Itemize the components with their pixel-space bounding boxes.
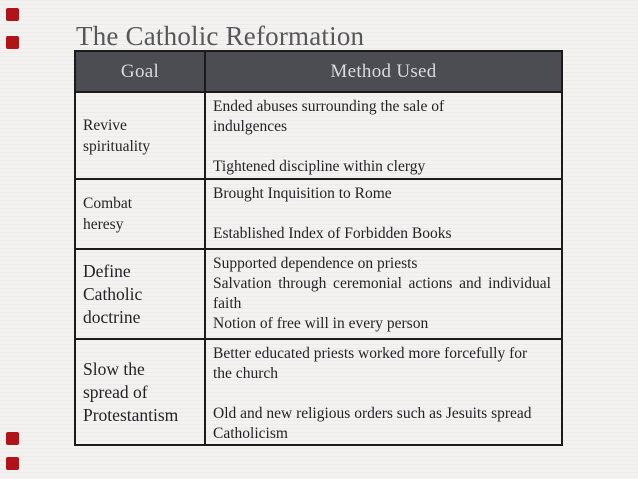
red-edge-mark bbox=[6, 36, 19, 49]
goal-cell: Revive spirituality bbox=[76, 93, 206, 178]
method-paragraph: Supported dependence on priests bbox=[213, 255, 418, 272]
method-cell: Brought Inquisition to Rome Established … bbox=[206, 180, 561, 248]
method-paragraph: Salvation through ceremonial actions and… bbox=[213, 275, 551, 312]
goal-cell: Slow the spread of Protestantism bbox=[76, 340, 206, 444]
goal-cell: Define Catholic doctrine bbox=[76, 250, 206, 338]
method-paragraph: Brought Inquisition to Rome bbox=[213, 185, 392, 202]
slide-title: The Catholic Reformation bbox=[76, 21, 365, 51]
table-row: Define Catholic doctrine Supported depen… bbox=[76, 248, 561, 338]
table-row: Combat heresy Brought Inquisition to Rom… bbox=[76, 178, 561, 248]
method-paragraph: Established Index of Forbidden Books bbox=[213, 225, 452, 242]
goal-cell: Combat heresy bbox=[76, 180, 206, 248]
red-edge-mark bbox=[6, 457, 19, 470]
column-header-method: Method Used bbox=[330, 60, 437, 82]
red-edge-mark bbox=[6, 8, 19, 21]
table-row: Revive spirituality Ended abuses surroun… bbox=[76, 91, 561, 178]
method-paragraph: Old and new religious orders such as Jes… bbox=[213, 405, 532, 442]
method-paragraph: Ended abuses surrounding the sale of ind… bbox=[213, 98, 445, 135]
method-cell: Ended abuses surrounding the sale of ind… bbox=[206, 93, 561, 178]
red-edge-mark bbox=[6, 432, 19, 445]
table-header-row: Goal Method Used bbox=[76, 52, 561, 91]
method-paragraph: Better educated priests worked more forc… bbox=[213, 345, 528, 382]
method-cell: Supported dependence on priests Salvatio… bbox=[206, 250, 561, 338]
method-paragraph: Notion of free will in every person bbox=[213, 315, 429, 332]
column-header-goal: Goal bbox=[76, 52, 206, 91]
method-cell: Better educated priests worked more forc… bbox=[206, 340, 561, 444]
table-row: Slow the spread of Protestantism Better … bbox=[76, 338, 561, 444]
goals-methods-table: Goal Method Used Revive spirituality End… bbox=[74, 50, 563, 446]
method-paragraph: Tightened discipline within clergy bbox=[213, 158, 426, 175]
